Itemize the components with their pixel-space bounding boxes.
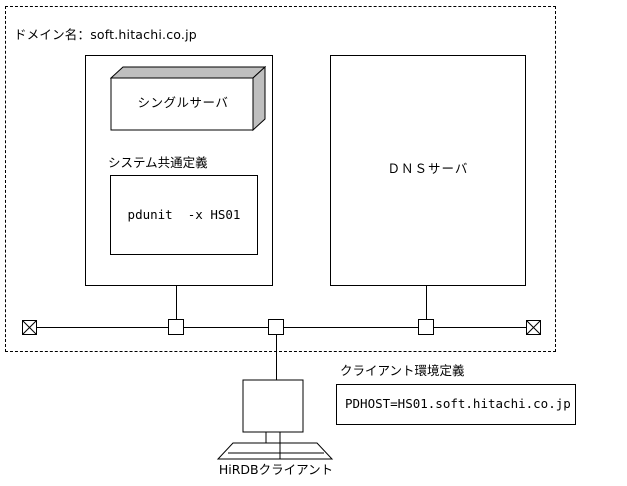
dns-server-machine-box bbox=[330, 55, 526, 286]
client-environment-definition-box bbox=[336, 384, 576, 425]
network-tap-dns-icon bbox=[418, 319, 434, 335]
pdhost-setting-text: PDHOST=HS01.soft.hitachi.co.jp bbox=[345, 396, 571, 411]
client-computer-icon bbox=[214, 379, 336, 460]
dns-server-label: ＤＮＳサーバ bbox=[387, 161, 469, 176]
network-terminator-left-icon bbox=[22, 320, 37, 335]
domain-name-label: ドメイン名：soft.hitachi.co.jp bbox=[14, 27, 197, 42]
pdunit-command-text: pdunit -x HS01 bbox=[127, 207, 241, 222]
client-drop-line bbox=[276, 335, 277, 381]
server-drop-line bbox=[176, 286, 177, 320]
network-terminator-right-icon bbox=[526, 320, 541, 335]
single-server-block-icon bbox=[110, 66, 266, 132]
single-server-label: シングルサーバ bbox=[137, 95, 229, 110]
client-label: HiRDBクライアント bbox=[218, 462, 334, 477]
network-tap-client-icon bbox=[268, 319, 284, 335]
system-common-definition-box bbox=[110, 175, 258, 255]
dns-drop-line bbox=[426, 286, 427, 320]
network-tap-server-icon bbox=[168, 319, 184, 335]
domain-boundary bbox=[5, 6, 556, 352]
client-environment-definition-label: クライアント環境定義 bbox=[340, 363, 465, 378]
system-common-definition-label: システム共通定義 bbox=[108, 155, 208, 170]
